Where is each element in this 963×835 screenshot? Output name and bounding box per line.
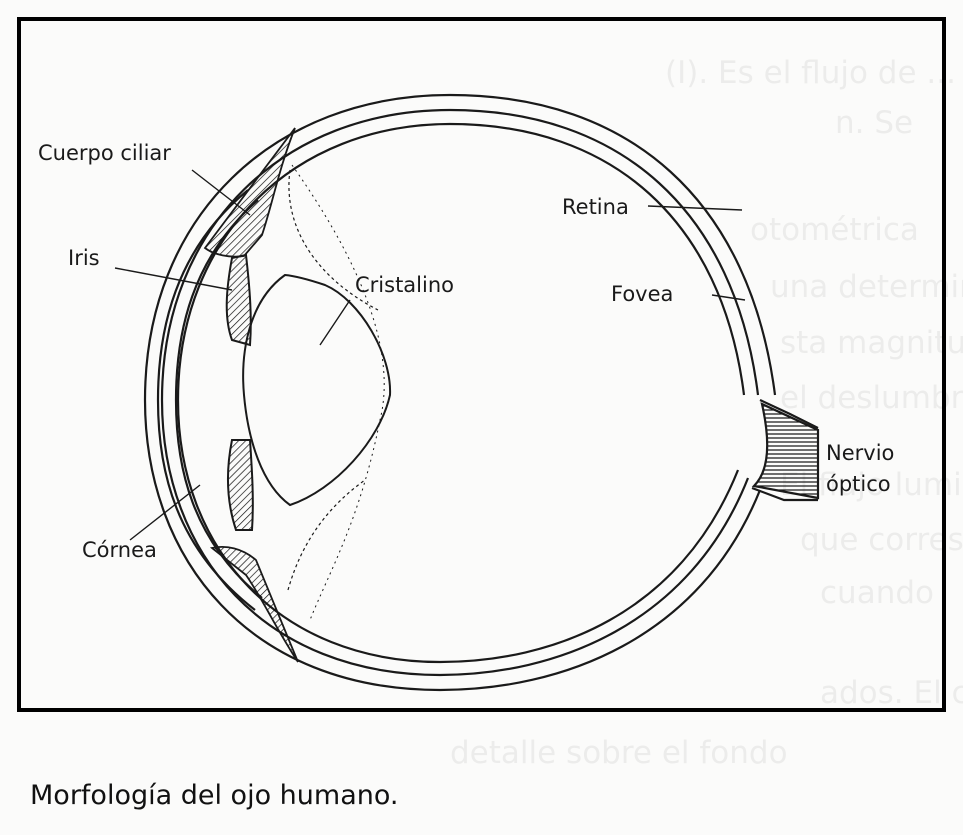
diagram-frame — [17, 17, 946, 712]
retina-layer — [176, 122, 746, 664]
label-cuerpo-ciliar: Cuerpo ciliar — [38, 141, 171, 165]
label-cristalino: Cristalino — [355, 273, 454, 297]
sclera-outer — [143, 93, 777, 692]
label-nervio: Nervio — [826, 441, 894, 465]
label-retina: Retina — [562, 195, 629, 219]
ciliary-body-bottom — [209, 546, 299, 663]
iris-bottom — [226, 439, 254, 531]
figure-caption: Morfología del ojo humano. — [30, 780, 399, 811]
label-optico: óptico — [826, 472, 891, 496]
label-cornea: Córnea — [82, 538, 157, 562]
iris-top — [225, 253, 252, 347]
label-iris: Iris — [68, 246, 100, 270]
lens — [242, 273, 392, 507]
cornea-inner — [174, 199, 263, 599]
sclera-inner — [160, 108, 760, 677]
ciliary-body-top — [203, 127, 296, 258]
label-fovea: Fovea — [611, 282, 673, 306]
cornea-outer — [156, 189, 256, 611]
